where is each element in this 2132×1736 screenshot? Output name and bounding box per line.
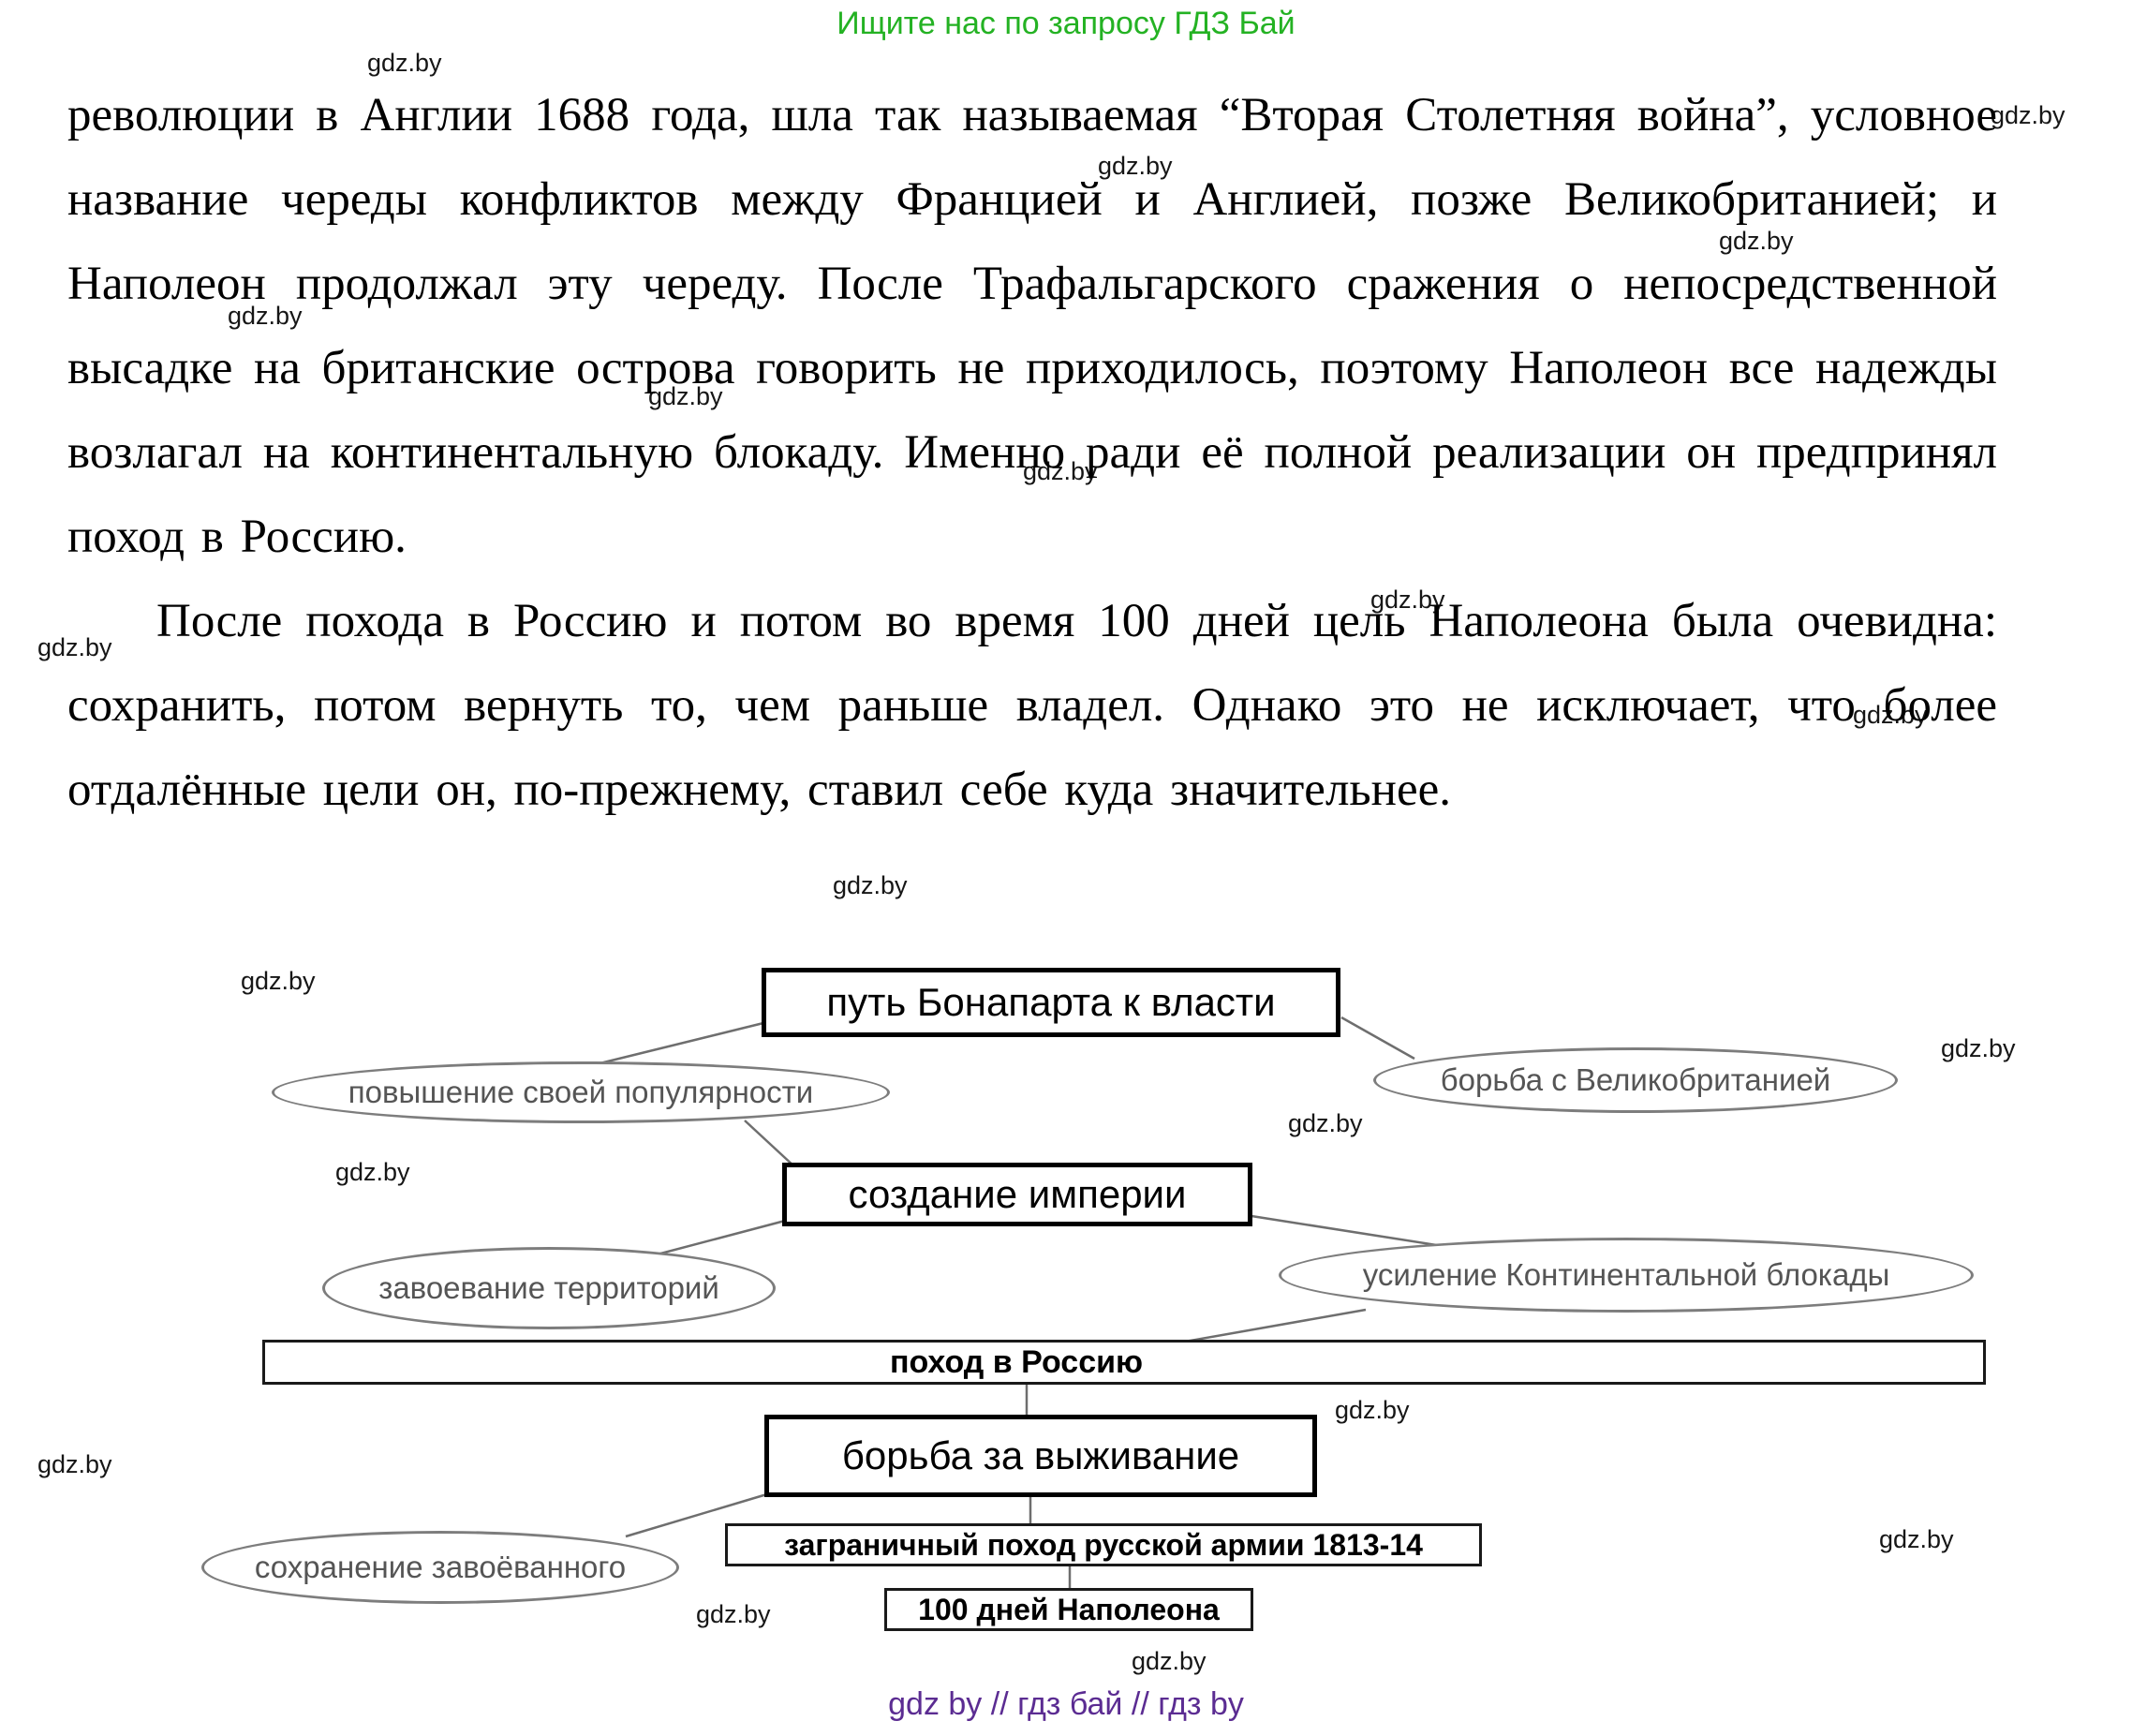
watermark: gdz.by [648,382,723,410]
watermark: gdz.by [833,871,908,899]
diagram-node-path-to-power: путь Бонапарта к власти [762,968,1340,1037]
diagram-node-russia-campaign: поход в Россию [262,1340,1986,1385]
promo-header: Ищите нас по запросу ГДЗ Бай [837,6,1295,41]
diagram-node-survival: борьба за выживание [764,1415,1317,1497]
diagram-node-foreign-campaign: заграничный поход русской армии 1813-14 [725,1523,1482,1566]
watermark: gdz.by [367,49,442,77]
connector-line [1184,1308,1367,1343]
watermark: gdz.by [1370,586,1445,614]
watermark: gdz.by [1991,101,2065,129]
watermark: gdz.by [1941,1034,2016,1062]
watermark: gdz.by [37,1450,112,1478]
watermark: gdz.by [1132,1647,1207,1675]
watermark: gdz.by [335,1158,410,1186]
diagram-node-blockade: усиление Континентальной блокады [1279,1238,1974,1313]
watermark: gdz.by [1335,1396,1410,1424]
connector-line [1340,1016,1415,1061]
watermark: gdz.by [1853,701,1928,729]
paragraph-2: После похода в Россию и потом во время 1… [67,595,1997,816]
watermark: gdz.by [1879,1525,1954,1553]
diagram-node-hundred-days: 100 дней Наполеона [884,1588,1253,1631]
watermark: gdz.by [1288,1109,1363,1137]
watermark: gdz.by [1098,152,1173,180]
diagram-node-territories: завоевание территорий [322,1247,776,1329]
watermark: gdz.by [1719,227,1794,255]
watermark: gdz.by [228,302,303,330]
body-text: революции в Англии 1688 года, шла так на… [67,73,1997,832]
paragraph-1: революции в Англии 1688 года, шла так на… [67,89,1997,563]
connector-line [645,1219,786,1259]
connector-line [1251,1214,1444,1248]
watermark: gdz.by [1023,457,1098,485]
diagram-node-empire: создание империи [782,1163,1252,1226]
watermark: gdz.by [37,633,112,661]
watermark: gdz.by [241,967,316,995]
connector-line [744,1120,796,1168]
diagram-node-preserve: сохранение завоёванного [201,1531,679,1604]
watermark: gdz.by [696,1600,771,1628]
footer-tags: gdz by // гдз бай // гдз by [888,1686,1244,1722]
diagram-node-popularity: повышение своей популярности [272,1061,890,1123]
diagram-node-britain: борьба с Великобританией [1373,1047,1898,1113]
